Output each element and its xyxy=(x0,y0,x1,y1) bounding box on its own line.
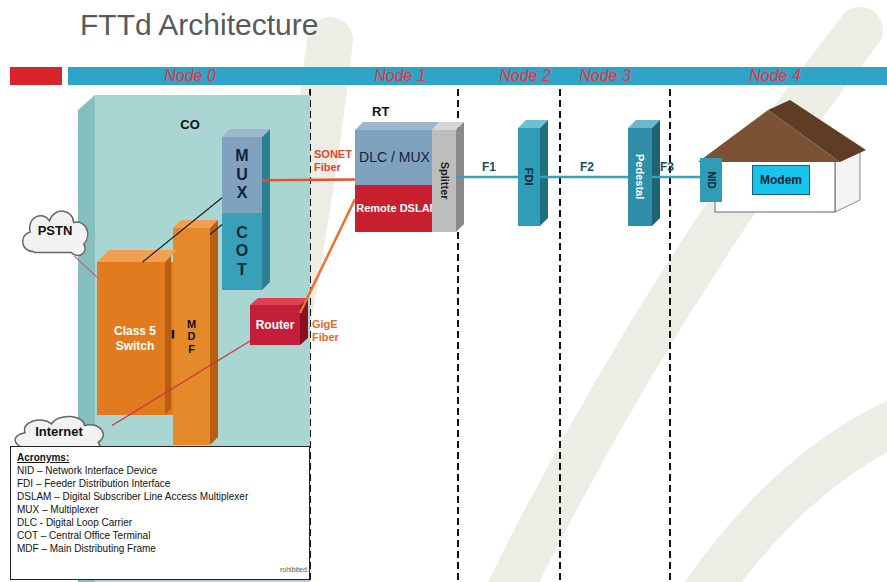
wire-link xyxy=(75,256,98,277)
router-top-face xyxy=(250,298,308,305)
node-band-text: Node 4 xyxy=(749,67,801,85)
mdf-frame: M D F xyxy=(173,228,210,445)
fdi-box: FDI xyxy=(518,128,540,226)
link-label: SONET Fiber xyxy=(314,148,358,174)
class5-switch-text: Class 5 Switch xyxy=(97,324,173,353)
acronym-box: Acronyms:NID – Network Interface DeviceF… xyxy=(10,446,310,580)
wire-link xyxy=(112,341,250,425)
fiber-link xyxy=(652,176,700,179)
nid-box-text: NID xyxy=(705,171,717,188)
pstn-cloud-text: PSTN xyxy=(38,223,73,239)
header-red-block xyxy=(10,67,62,85)
diagram-title: FTTd Architecture xyxy=(80,8,318,42)
remote-dslam-box: Remote DSLAM xyxy=(355,185,440,232)
internet-cloud-text: Internet xyxy=(35,424,83,440)
fiber-link xyxy=(262,178,355,181)
legend-heading: Acronyms: xyxy=(17,451,69,464)
cot-box-text: C O T xyxy=(233,224,251,279)
logo-swoosh xyxy=(230,30,887,582)
acronym-entry: MUX – Multiplexer xyxy=(17,503,99,516)
pedestal-side-face xyxy=(652,120,660,226)
node-band-text: Node 0 xyxy=(164,67,216,85)
fiber-link xyxy=(456,176,518,179)
house-wall xyxy=(715,160,835,212)
modem-box: Modem xyxy=(752,165,810,195)
mdf-frame-text: M D F xyxy=(185,318,197,356)
splitter-box: Splitter xyxy=(432,130,456,232)
switch-side-face xyxy=(165,256,171,415)
node-dividers xyxy=(310,67,670,582)
fdi-side-face xyxy=(540,120,548,226)
pedestal-box-text: Pedestal xyxy=(633,154,646,199)
wire-link xyxy=(143,198,222,262)
router-box-text: Router xyxy=(256,318,295,332)
mux-box-text: M U X xyxy=(233,147,251,202)
acronym-entry: DLC - Digital Loop Carrier xyxy=(17,516,132,529)
pedestal-box: Pedestal xyxy=(628,128,652,226)
node-band: Node 0 Node 1 Node 2 Node 3 Node 4 xyxy=(68,67,887,85)
switch-top-face xyxy=(97,250,177,262)
mdf-top-face xyxy=(173,220,218,228)
splitter-side-face xyxy=(456,122,464,232)
house-roof xyxy=(698,110,840,162)
acronym-entry: MDF – Main Distributing Frame xyxy=(17,542,156,555)
node-band-text: Node 3 xyxy=(579,67,631,85)
fiber-link xyxy=(172,330,175,339)
fiber-link xyxy=(540,176,628,179)
central-office-text: CO xyxy=(180,117,200,133)
dlc-mux-box-text: DLC / MUX xyxy=(359,149,430,166)
mdf-side-face xyxy=(210,220,218,445)
acronym-entry: NID – Network Interface Device xyxy=(17,464,157,477)
nid-box: NID xyxy=(700,158,722,202)
router-side-face xyxy=(300,298,308,345)
mux-side-face xyxy=(262,129,270,290)
dlc-top-face xyxy=(355,122,440,130)
footer-note: rohibited. xyxy=(280,566,309,573)
fdi-box-text: FDI xyxy=(522,168,535,186)
acronym-entry: COT – Central Office Terminal xyxy=(17,529,150,542)
dlc-mux-box: DLC / MUX xyxy=(355,130,434,185)
mux-box: M U X xyxy=(222,137,262,213)
node-band-text: Node 1 xyxy=(374,67,426,85)
acronym-entry: DSLAM – Digital Subscriber Line Access M… xyxy=(17,490,248,503)
link-label: F2 xyxy=(580,160,594,174)
cloud-shape xyxy=(23,211,88,255)
rt-label: RT xyxy=(372,104,389,119)
mux-top-face xyxy=(222,129,270,137)
remote-dslam-box-text: Remote DSLAM xyxy=(356,202,439,215)
swoosh-band xyxy=(700,420,887,582)
fiber-link xyxy=(300,199,355,313)
node-band-text: Node 2 xyxy=(499,67,551,85)
divider-line xyxy=(669,67,671,582)
router-box: Router xyxy=(250,305,300,345)
class5-switch: Class 5 Switch xyxy=(97,262,173,415)
wire-link xyxy=(210,225,222,235)
link-label: GigE Fiber xyxy=(312,318,352,344)
link-label: F3 xyxy=(660,160,674,174)
modem-box-text: Modem xyxy=(760,173,802,187)
splitter-box-text: Splitter xyxy=(437,162,450,200)
pstn-cloud: PSTN xyxy=(16,203,94,259)
cot-box: C O T xyxy=(222,213,262,290)
divider-line xyxy=(559,67,561,582)
link-label: F1 xyxy=(482,160,496,174)
acronym-entry: FDI – Feeder Distribution Interface xyxy=(17,477,170,490)
